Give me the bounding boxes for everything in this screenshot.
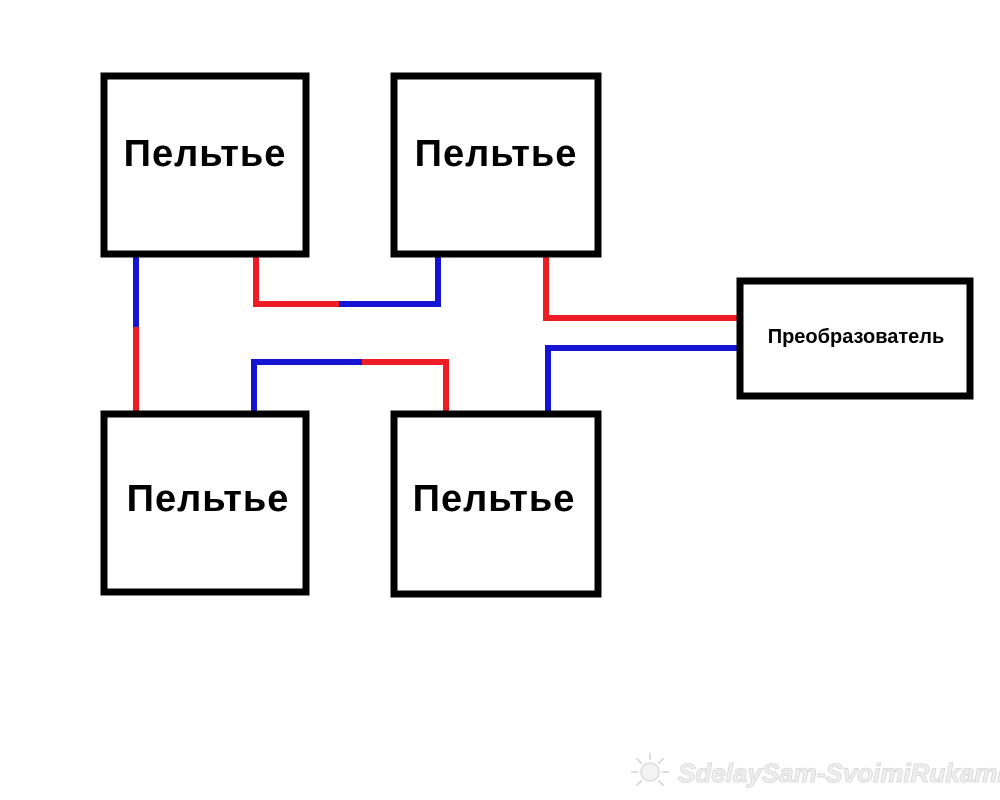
peltier-module-top-left: Пельтье: [100, 72, 310, 258]
sun-icon: [631, 753, 669, 786]
wire-positive-bottom-link: [362, 359, 449, 415]
module-label: Пельтье: [413, 478, 576, 520]
wires: [133, 252, 743, 415]
module-outline: [390, 72, 602, 258]
wire-positive-top-link: [253, 252, 345, 307]
module-label: Пельтье: [415, 133, 578, 175]
wire-negative-to-converter: [545, 345, 743, 415]
module-outline: [390, 410, 602, 598]
converter-outline: [736, 277, 974, 400]
module-outline: [100, 410, 310, 596]
module-label: Пельтье: [127, 478, 290, 520]
peltier-module-bottom-right: Пельтье: [390, 410, 602, 598]
converter-box: Преобразователь: [736, 277, 974, 400]
watermark: SdelaySam-SvoimiRukami.ru: [631, 753, 1000, 789]
peltier-module-bottom-left: Пельтье: [100, 410, 310, 596]
watermark-text: SdelaySam-SvoimiRukami.ru: [678, 758, 1000, 788]
wire-positive-to-converter: [543, 252, 743, 321]
module-outline: [100, 72, 310, 258]
peltier-module-top-right: Пельтье: [390, 72, 602, 258]
converter-label: Преобразователь: [768, 326, 945, 348]
wire-negative-top-link: [339, 252, 441, 307]
wire-negative-bottom-link: [251, 359, 368, 415]
module-label: Пельтье: [124, 133, 287, 175]
